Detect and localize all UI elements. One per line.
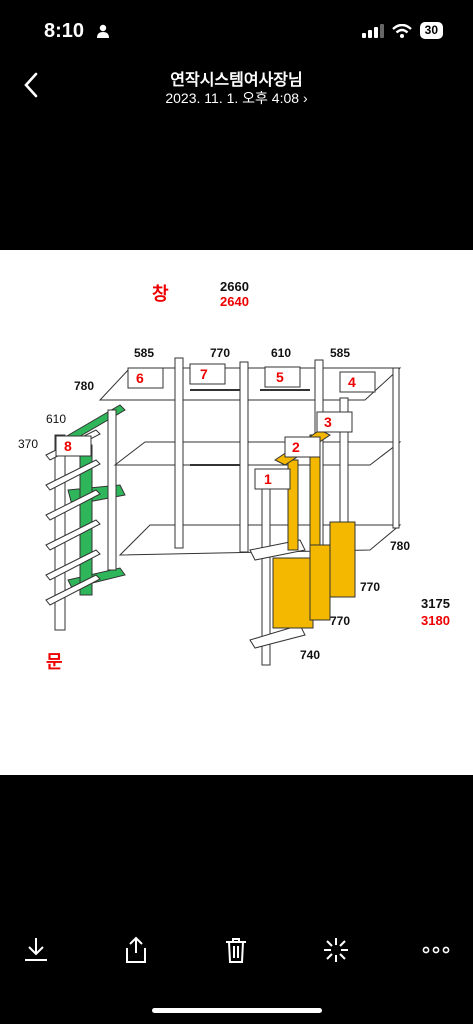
chevron-right-icon: › bbox=[302, 90, 308, 106]
marker-6: 6 bbox=[136, 370, 144, 386]
person-icon bbox=[97, 24, 109, 38]
magic-button[interactable] bbox=[316, 930, 356, 970]
dim-3175: 3175 bbox=[421, 596, 450, 611]
dim-370-left: 370 bbox=[18, 437, 38, 451]
dim-585-right: 585 bbox=[330, 346, 350, 360]
dim-610-left: 610 bbox=[46, 412, 66, 426]
download-icon bbox=[25, 938, 47, 961]
main-shelf-frame bbox=[98, 357, 402, 666]
back-chevron-icon[interactable] bbox=[18, 70, 48, 100]
wifi-icon bbox=[391, 23, 412, 38]
dimension-labels: 창 문 2660 2640 585 770 610 585 780 610 37… bbox=[18, 279, 450, 672]
shelf-drawing-photo: 1 2 3 4 5 6 7 8 창 문 2660 2640 585 770 61… bbox=[0, 250, 473, 775]
magic-icon bbox=[324, 938, 348, 962]
dim-780-left: 780 bbox=[74, 379, 94, 393]
nav-bar: 연작시스템여사장님 2023. 11. 1. 오후 4:08 › bbox=[0, 60, 473, 120]
dim-total-red: 2640 bbox=[220, 294, 249, 309]
marker-2: 2 bbox=[292, 439, 300, 455]
share-button[interactable] bbox=[116, 930, 156, 970]
dim-585-left: 585 bbox=[134, 346, 154, 360]
download-button[interactable] bbox=[16, 930, 56, 970]
trash-button[interactable] bbox=[216, 930, 256, 970]
chat-title: 연작시스템여사장님 bbox=[170, 72, 303, 89]
marker-8: 8 bbox=[64, 438, 72, 454]
share-icon bbox=[126, 936, 146, 963]
bottom-toolbar bbox=[0, 930, 473, 980]
shelf-markers: 1 2 3 4 5 6 7 8 bbox=[55, 363, 376, 490]
dim-610-top: 610 bbox=[271, 346, 291, 360]
marker-4: 4 bbox=[348, 374, 356, 390]
more-button[interactable] bbox=[416, 930, 456, 970]
marker-5: 5 bbox=[276, 369, 284, 385]
more-icon bbox=[422, 946, 450, 954]
status-indicators: 30 bbox=[361, 22, 443, 39]
dim-770-right: 770 bbox=[360, 580, 380, 594]
status-time: 8:10 bbox=[44, 20, 85, 42]
marker-3: 3 bbox=[324, 414, 332, 430]
dim-770-top: 770 bbox=[210, 346, 230, 360]
window-label: 창 bbox=[152, 284, 169, 304]
photo-date[interactable]: 2023. 11. 1. 오후 4:08 › bbox=[0, 88, 473, 108]
trash-icon bbox=[226, 938, 246, 963]
dim-740: 740 bbox=[300, 648, 320, 662]
battery-badge: 30 bbox=[419, 22, 443, 39]
marker-1: 1 bbox=[264, 471, 272, 487]
dim-total: 2660 bbox=[220, 279, 249, 294]
marker-7: 7 bbox=[200, 366, 208, 382]
status-bar: 8:10 30 bbox=[0, 0, 473, 60]
dim-780-right: 780 bbox=[390, 539, 410, 553]
door-label: 문 bbox=[46, 652, 63, 672]
photo-date-text: 2023. 11. 1. 오후 4:08 bbox=[165, 90, 300, 106]
dim-3180: 3180 bbox=[421, 613, 450, 628]
signal-icon bbox=[361, 23, 384, 38]
dim-770-bottom: 770 bbox=[330, 614, 350, 628]
shelf-diagram: 1 2 3 4 5 6 7 8 창 문 2660 2640 585 770 61… bbox=[18, 279, 450, 672]
home-indicator[interactable] bbox=[152, 1008, 322, 1013]
